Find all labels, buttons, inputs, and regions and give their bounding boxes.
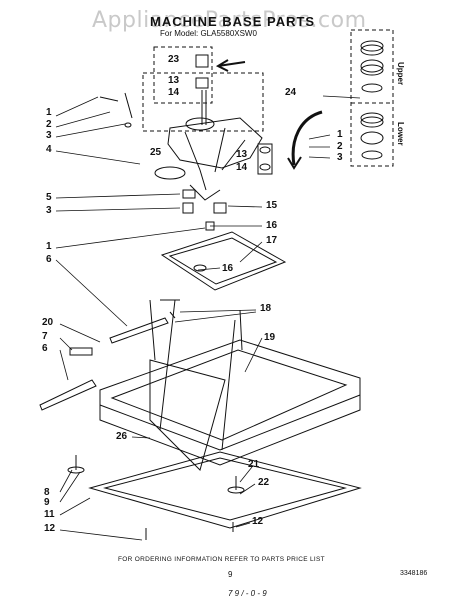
callout-25: 25 [150,147,162,158]
callout-7: 7 [42,331,48,342]
gearcase-shaft [195,54,209,125]
callout-23: 23 [168,54,180,65]
diagram-title: MACHINE BASE PARTS [150,14,316,29]
machine-base-casting [167,117,263,201]
callout-20: 20 [42,317,54,328]
callout-13-right: 13 [236,149,248,160]
callout-3: 3 [46,130,52,141]
callout-22: 22 [258,477,270,488]
gearcase-box [153,46,213,104]
callout-14-right: 14 [236,162,248,173]
callout-17: 17 [266,235,278,246]
callout-21: 21 [248,459,260,470]
callout-6: 6 [46,254,52,265]
callout-6-lower: 6 [42,343,48,354]
callout-9: 9 [44,497,50,508]
callout-5: 5 [46,192,52,203]
callout-15: 15 [266,200,278,211]
callout-19: 19 [264,332,276,343]
callout-12: 12 [44,523,56,534]
base-frame [99,299,361,471]
callout-16-inner: 16 [222,263,234,274]
upper-label: Upper [396,62,405,86]
callout-2: 2 [46,119,52,130]
callout-11: 11 [44,509,55,520]
callout-18: 18 [260,303,272,314]
callout-8: 8 [44,487,50,498]
handwritten-note: 7 9 / - 0 - 9 [228,589,267,598]
document-number: 3348186 [400,570,428,577]
callout-14: 14 [168,87,180,98]
rail-top [109,317,169,344]
callout-12-right: 12 [252,516,264,527]
leveling-feet [67,455,245,494]
callout-1-mid: 1 [46,241,52,252]
seal-ring [154,166,186,180]
callout-4: 4 [46,144,52,155]
bearing-inset-box [350,29,394,167]
bearing-rings [360,40,384,160]
callout-26: 26 [116,431,128,442]
watermark: AppliancePartsPros.com [92,8,367,33]
callout-1-right: 1 [337,129,343,140]
shaft-box [142,72,264,132]
pump-bracket [160,231,287,291]
callout-3-right: 3 [337,152,343,163]
callout-2-right: 2 [337,141,343,152]
callout-16: 16 [266,220,278,231]
lower-label: Lower [396,122,405,146]
callout-24: 24 [285,87,297,98]
callout-1: 1 [46,107,52,118]
page-number: 9 [228,570,233,579]
model-line: For Model: GLA5580XSW0 [160,29,257,38]
rail-left [39,379,97,411]
ordering-note: FOR ORDERING INFORMATION REFER TO PARTS … [118,556,325,563]
bottom-plate [88,451,362,529]
callout-13: 13 [168,75,180,86]
callout-3-mid: 3 [46,205,52,216]
